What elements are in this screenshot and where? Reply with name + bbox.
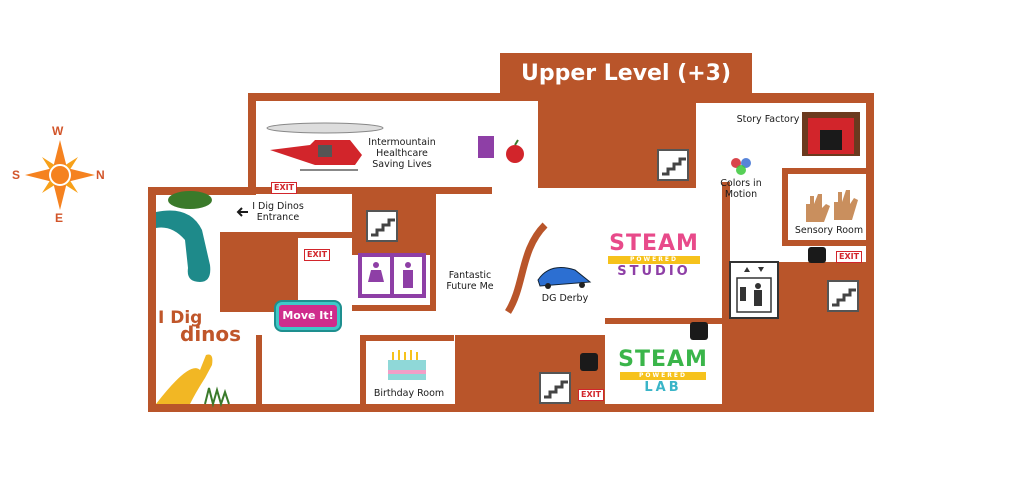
compass-south: S	[12, 168, 21, 182]
label-intermountain: Intermountain Healthcare Saving Lives	[368, 137, 436, 170]
exit-sign: EXIT	[578, 389, 605, 401]
theater-stage-icon	[802, 112, 860, 156]
steam-studio-logo: STEAM POWERED STUDIO	[606, 232, 702, 279]
compass-rose-icon	[25, 140, 95, 210]
compass-east: E	[55, 211, 64, 225]
dinos-line1: I Dig	[158, 308, 203, 328]
compass-west: W	[52, 124, 64, 138]
steam-lab-logo: STEAM POWERED LAB	[618, 347, 708, 396]
steam-lab-bottom: LAB	[644, 380, 682, 395]
dinosaur-yellow-icon	[156, 354, 213, 404]
arrow-left-icon	[236, 207, 248, 217]
elevator-icon	[729, 261, 779, 319]
dinosaur-teal-icon	[156, 210, 211, 282]
stairs-icon	[827, 280, 859, 312]
stairs-icon	[366, 210, 398, 242]
steam-studio-bottom: STUDIO	[617, 264, 691, 279]
color-wheel-icon	[731, 158, 751, 175]
steam-lab-band: POWERED	[620, 372, 706, 380]
label-story-factory: Story Factory	[736, 114, 800, 125]
curved-wall	[504, 222, 548, 314]
plant-icon	[168, 191, 230, 408]
label-dg-derby: DG Derby	[541, 293, 589, 304]
steam-lab-top: STEAM	[618, 347, 708, 372]
stairs-icon	[539, 372, 571, 404]
exit-sign: EXIT	[271, 182, 298, 194]
restroom-icon	[358, 253, 426, 298]
label-colors-in-motion: Colors in Motion	[720, 178, 762, 200]
puzzle-piece-icon	[580, 247, 826, 371]
birthday-cake-icon	[388, 350, 426, 380]
label-dig-dinos-entrance: I Dig Dinos Entrance	[252, 201, 304, 223]
race-car-icon	[537, 267, 592, 289]
exit-sign: EXIT	[836, 251, 863, 263]
juice-apple-icon	[478, 136, 524, 163]
label-sensory-room: Sensory Room	[794, 225, 864, 236]
level-title: Upper Level (+3)	[500, 53, 752, 95]
label-fantastic-future-me: Fantastic Future Me	[446, 270, 494, 292]
dinos-line2: dinos	[180, 322, 242, 346]
compass-north: N	[96, 168, 105, 182]
hands-icon	[806, 190, 858, 222]
i-dig-dinos-logo: I Dig dinos	[158, 308, 242, 346]
helicopter-icon	[266, 122, 384, 171]
stairs-icon	[657, 149, 689, 181]
walls	[148, 93, 874, 412]
move-it-logo: Move It!	[276, 302, 340, 330]
exit-sign: EXIT	[304, 249, 331, 261]
steam-studio-band: POWERED	[608, 256, 700, 264]
label-birthday-room: Birthday Room	[373, 388, 445, 399]
steam-studio-top: STEAM	[609, 231, 699, 256]
